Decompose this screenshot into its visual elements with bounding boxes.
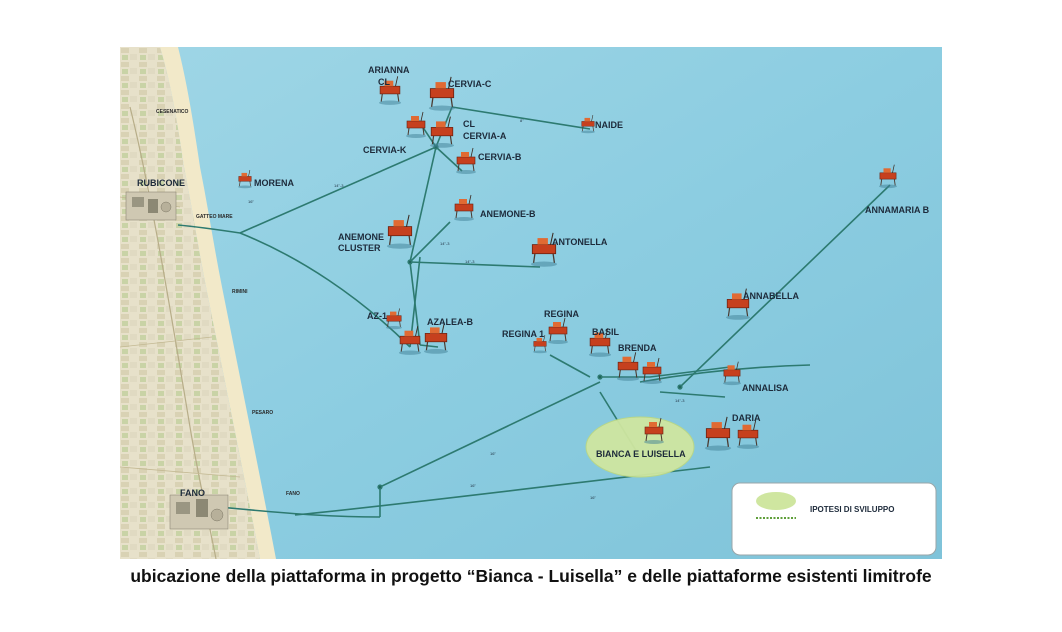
caption: ubicazione della piattaforma in progetto… [130,566,932,586]
platform-annamaria-b [879,164,897,189]
label-rubicone: RUBICONE [137,178,185,188]
label-arianna-cl: CL [378,77,390,87]
label-anemone-cluster-2: CLUSTER [338,243,381,253]
platform-cl [406,111,426,138]
label-cervia-a: CERVIA-A [463,131,507,141]
label-bianca-luisella: BIANCA E LUISELLA [596,449,686,459]
map: 14"-3 16" 8" 14"-3 14"-3 14"-3 16" 16" 1… [120,47,942,559]
legend-swatch [756,492,796,510]
platform-annalisa [723,361,741,386]
pipeline-label: 16" [470,483,476,488]
legend: IPOTESI DI SVILUPPO [731,482,937,556]
label-annamaria-b: ANNAMARIA B [865,205,930,215]
development-area [585,416,695,478]
pipeline-label: 16" [590,495,596,500]
platform-azalea-c [424,322,448,354]
label-azalea-b: AZALEA-B [427,317,473,327]
pipeline-label: 14"-3 [334,183,344,188]
platform-anemone-b [454,194,474,221]
pipeline-label: 16" [248,199,254,204]
platform-arianna [379,76,401,105]
pipeline-label: 8" [520,118,524,123]
platform-daria [705,416,731,451]
pipeline-junction [677,384,683,390]
platform-annabella [726,288,750,320]
label-regina: REGINA [544,309,580,319]
platform-morena [238,170,252,189]
label-regina-1: REGINA 1 [502,329,544,339]
platform-bianca-luisella [644,417,664,444]
label-anemone-b: ANEMONE-B [480,209,536,219]
town-gatteo-mare: GATTEO MARE [196,214,233,220]
platform-az-1 [386,308,402,330]
label-annalisa: ANNALISA [742,383,789,393]
label-arianna: ARIANNA [368,65,410,75]
platform-antonella [531,232,557,267]
legend-box [731,482,937,556]
pipeline-label: 14"-3 [465,259,475,264]
label-anemone-cluster-1: ANEMONE [338,232,384,242]
label-fano: FANO [180,488,205,498]
label-antonella: ANTONELLA [552,237,608,247]
town-rimini: RIMINI [232,289,248,295]
platform-brenda-2 [642,357,662,384]
label-cervia-b: CERVIA-B [478,152,522,162]
label-daria: DARIA [732,413,761,423]
map-svg: 14"-3 16" 8" 14"-3 14"-3 14"-3 16" 16" 1… [120,47,942,559]
rubicone-plant [125,191,177,221]
platform-cervia-c [429,76,455,111]
platform-basil [589,328,611,357]
platform-brenda [617,352,639,381]
legend-label: IPOTESI DI SVILUPPO [810,505,894,514]
pipeline-junction [377,484,383,490]
label-annabella: ANNABELLA [743,291,799,301]
label-brenda: BRENDA [618,343,657,353]
platforms [238,76,897,451]
platform-cervia-b [456,147,476,174]
town-cesenatico: CESENATICO [156,109,189,115]
platform-cervia-a [430,116,454,148]
label-cl: CL [463,119,475,129]
pipeline-label: 16" [490,451,496,456]
label-cervia-k: CERVIA-K [363,145,407,155]
platform-regina [548,317,568,344]
beach [160,47,276,559]
pipeline-junction [597,374,603,380]
land [120,47,260,559]
label-morena: MORENA [254,178,294,188]
pipeline-label: 14"-3 [675,398,685,403]
platform-regina-1 [533,335,547,354]
town-fano: FANO [286,491,300,497]
label-basil: BASIL [592,327,620,337]
pipeline-junction [407,259,413,265]
platform-anemone-cluster [387,214,413,249]
platform-azalea-b [399,326,421,355]
label-naide: NAIDE [595,120,623,130]
label-cervia-c: CERVIA-C [448,79,492,89]
platform-daria-2 [737,420,759,449]
fano-plant [169,494,229,530]
label-az-1: AZ-1 [367,311,387,321]
platform-naide [581,115,595,134]
pipeline-label: 14"-3 [440,241,450,246]
town-pesaro: PESARO [252,410,273,416]
